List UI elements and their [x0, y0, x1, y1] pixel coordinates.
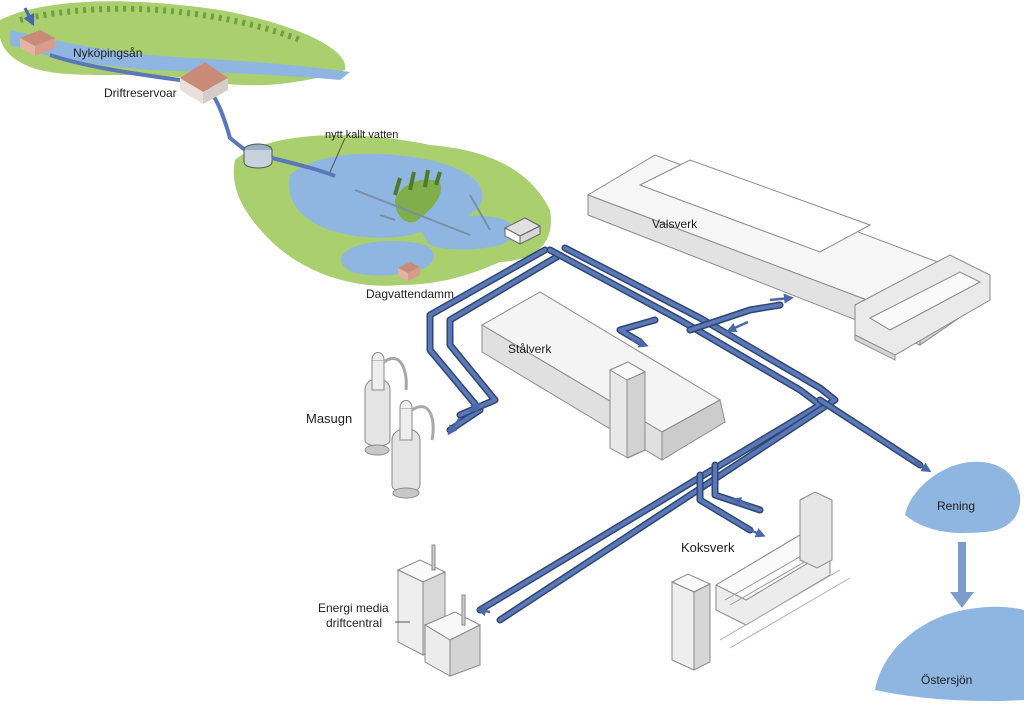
- pipe-to-pond: [271, 156, 336, 178]
- label-ostersjon: Östersjön: [921, 673, 972, 687]
- label-energi-media: Energi media: [318, 601, 389, 615]
- storm-pond-house: [398, 262, 420, 281]
- label-dagvattendamm: Dagvattendamm: [366, 287, 454, 301]
- rolling-mill-building: [586, 154, 991, 361]
- cold-water-pointer: [329, 137, 346, 173]
- label-stalverk: Stålverk: [508, 342, 552, 356]
- label-nytt-kallt-vatten: nytt kallt vatten: [325, 129, 398, 141]
- reservoir-building: [180, 62, 228, 104]
- pond-pump-house: [503, 217, 542, 245]
- coke-plant-building: [670, 491, 851, 671]
- treatment-area: [905, 461, 1021, 534]
- cold-water-tank: [243, 143, 273, 169]
- label-driftcentral: driftcentral: [326, 616, 382, 630]
- intake-arrow-icon: [23, 7, 35, 27]
- intake-pump-house: [20, 30, 55, 56]
- blast-furnace-1: [364, 352, 408, 456]
- steel-mill-building: [481, 291, 726, 461]
- outflow-arrowhead-icon: [950, 592, 974, 608]
- label-rening: Rening: [937, 499, 975, 513]
- label-masugn: Masugn: [306, 411, 352, 426]
- baltic-sea: [875, 606, 1024, 701]
- supply-pipe-upper: [49, 53, 247, 152]
- label-koksverk: Koksverk: [681, 540, 735, 555]
- pipe-network: [426, 244, 924, 624]
- label-nykopingsan: Nyköpingsån: [73, 46, 142, 60]
- label-valsverk: Valsverk: [652, 217, 698, 231]
- label-driftreservoar: Driftreservoar: [104, 86, 177, 100]
- flow-arrow-icons: [447, 293, 932, 617]
- island: [395, 179, 442, 223]
- blast-furnace-2: [391, 400, 435, 499]
- power-plant-building: [396, 544, 482, 677]
- pond-landscape: [233, 135, 551, 286]
